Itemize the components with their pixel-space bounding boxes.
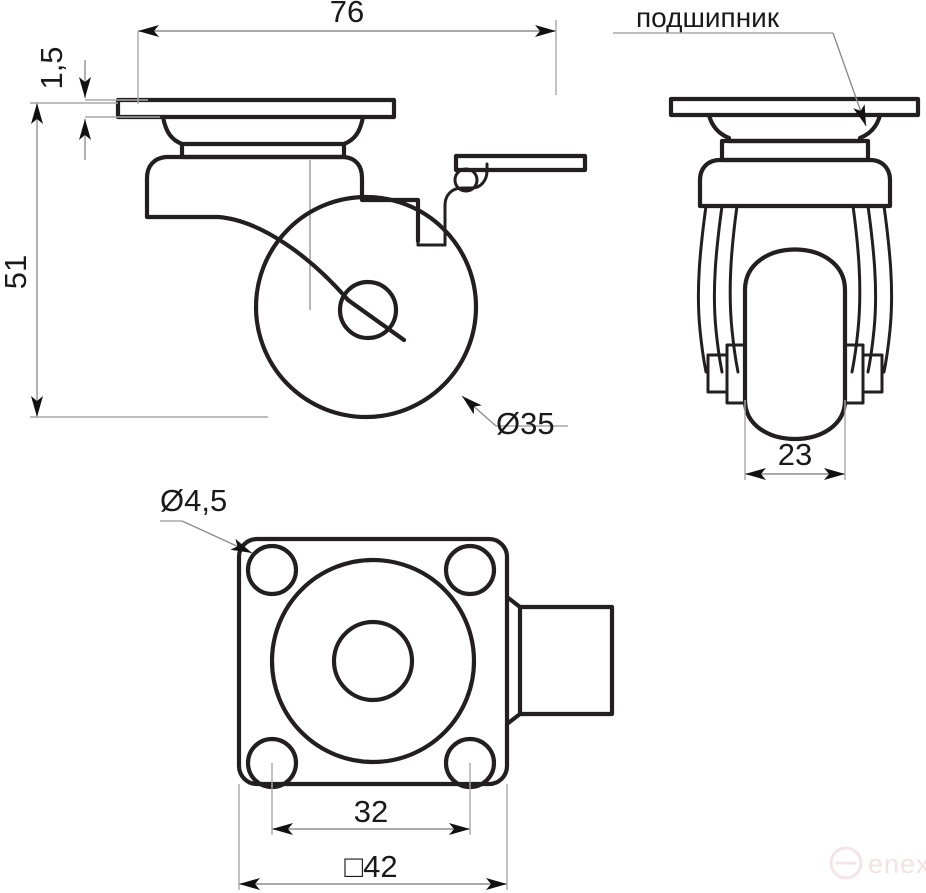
front-fork-arm-right-inner — [850, 204, 862, 374]
brake-pedal-lever — [453, 153, 588, 173]
front-axle-cap-left-outer — [706, 353, 729, 394]
top-mounting-plate — [115, 97, 397, 120]
dimension-wheel-diameter: Ø35 — [461, 395, 568, 441]
plan-hole-top-right — [443, 543, 497, 597]
front-fork-arm-left-inner — [728, 204, 740, 374]
dimension-hole-diameter: Ø4,5 — [160, 483, 253, 554]
dimension-bolt-spacing-32: 32 — [271, 763, 471, 835]
front-axle-cap-right-inner — [843, 343, 865, 405]
dim-value-d45: Ø4,5 — [160, 483, 227, 518]
front-axle-cap-right-outer — [861, 353, 884, 394]
plan-axle-neck — [504, 594, 523, 727]
front-elevation-view — [668, 96, 921, 441]
dim-value-76: 76 — [330, 0, 364, 29]
front-yoke-body — [697, 157, 893, 209]
dim-value-51: 51 — [0, 255, 33, 289]
leader-line-d45 — [181, 520, 253, 554]
fork-leg-tangent — [345, 297, 407, 343]
front-fork-arm-left-mid — [712, 204, 724, 374]
plan-swivel-circle — [269, 557, 477, 765]
dimension-overall-76: 76 — [137, 0, 557, 104]
watermark-text: enex — [868, 849, 926, 879]
top-plan-view — [236, 536, 615, 790]
wheel-axle-hub — [337, 279, 399, 341]
plan-kingpin-circle — [331, 619, 415, 703]
dimension-height-51: 51 — [0, 102, 268, 418]
front-wheel-body — [742, 247, 848, 441]
wheel-outer-circle — [253, 194, 479, 420]
plan-axle-boss — [517, 604, 615, 717]
front-fork-arm-right-outer — [882, 204, 894, 374]
front-bearing-race — [706, 112, 883, 144]
brake-pivot-pin-hole — [453, 167, 479, 193]
fork-yoke-top — [144, 154, 421, 244]
front-fork-arm-right-mid — [866, 204, 878, 374]
plan-hole-top-left — [245, 543, 299, 597]
leader-line-d35 — [461, 395, 497, 427]
annotation-bearing: подшипник — [613, 2, 867, 127]
watermark: enex — [829, 846, 926, 880]
fork-yoke-leg — [144, 175, 351, 303]
bearing-label-text: подшипник — [636, 2, 780, 33]
dim-value-23: 23 — [778, 437, 812, 472]
dim-value-1-5: 1,5 — [34, 46, 69, 89]
side-elevation-view — [115, 97, 588, 420]
dim-value-d35: Ø35 — [496, 406, 555, 441]
plan-mounting-plate — [236, 536, 510, 787]
dimension-wheel-width-23: 23 — [744, 400, 846, 480]
front-fork-arm-left-outer — [696, 204, 708, 374]
dimension-plate-size-42: □42 — [238, 784, 508, 890]
front-top-plate — [668, 96, 921, 118]
bearing-leader-line — [832, 32, 867, 127]
watermark-logo-icon — [829, 846, 863, 880]
dim-value-32: 32 — [354, 794, 388, 829]
brake-pivot-block — [416, 162, 489, 247]
dim-value-42: □42 — [344, 849, 397, 884]
swivel-bearing-race — [160, 114, 366, 160]
front-race-collar — [719, 138, 871, 163]
dimension-plate-thickness: 1,5 — [34, 46, 160, 160]
